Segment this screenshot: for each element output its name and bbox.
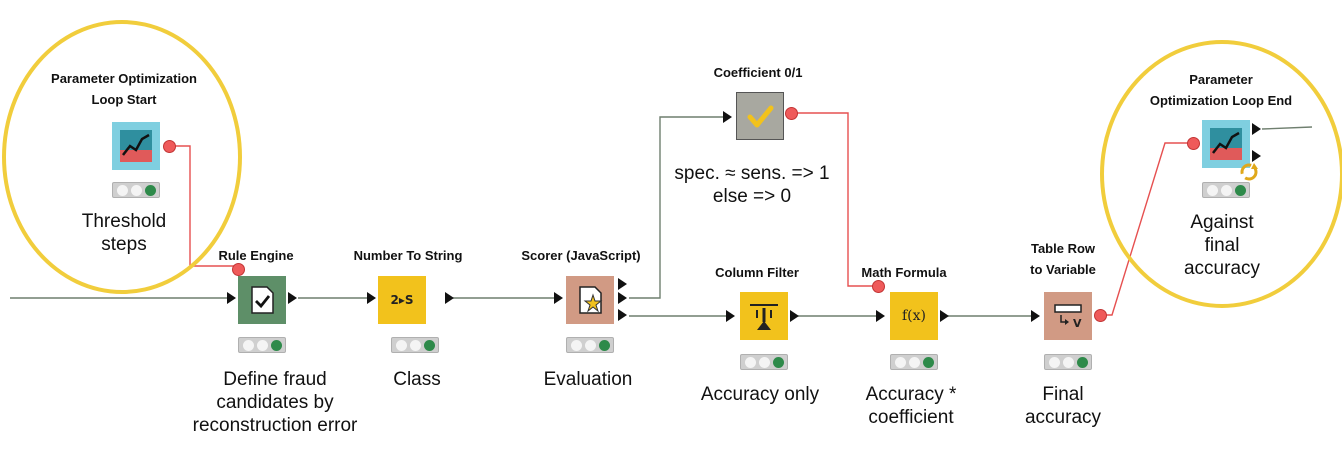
filter-columns-icon [740, 292, 788, 340]
data-output-port-2[interactable] [1252, 150, 1261, 162]
node-status-table-row-to-variable [1044, 354, 1092, 370]
node-status-number-to-string [391, 337, 439, 353]
node-label-column-filter: Accuracy only [700, 384, 820, 405]
data-input-port[interactable] [227, 292, 236, 304]
loop-arrows-icon [1240, 163, 1258, 181]
data-connection-scorer-to-coefficient [629, 116, 724, 299]
data-input-port[interactable] [726, 310, 735, 322]
node-status-loop-start [112, 182, 160, 198]
data-input-port[interactable] [876, 310, 885, 322]
node-title-number-to-string: Number To String [353, 248, 463, 263]
node-parameter-optimization-loop-start[interactable] [112, 122, 160, 170]
data-output-port[interactable] [790, 310, 799, 322]
node-status-loop-end [1202, 182, 1250, 198]
data-output-port[interactable] [445, 292, 454, 304]
checkmark-icon [736, 92, 784, 140]
node-status-math-formula [890, 354, 938, 370]
document-star-icon [566, 276, 614, 324]
node-coefficient[interactable] [736, 92, 784, 140]
data-input-port[interactable] [554, 292, 563, 304]
convert-icon: 2▸S [390, 293, 414, 307]
node-title-scorer: Scorer (JavaScript) [521, 248, 641, 263]
document-check-icon [238, 276, 286, 324]
node-number-to-string[interactable]: 2▸S [378, 276, 426, 324]
data-output-port-1[interactable] [618, 278, 627, 290]
node-math-formula[interactable]: f(x) [890, 292, 938, 340]
flow-variable-input-port[interactable] [232, 263, 245, 276]
node-title-rule-engine: Rule Engine [218, 248, 294, 263]
data-output-port-1[interactable] [1252, 123, 1261, 135]
data-output-port[interactable] [288, 292, 297, 304]
node-label-scorer: Evaluation [543, 369, 633, 390]
row-to-variable-icon: V [1044, 292, 1092, 340]
line-chart-loop-icon [1202, 120, 1250, 168]
node-rule-engine[interactable] [238, 276, 286, 324]
line-chart-icon [112, 122, 160, 170]
node-label-number-to-string: Class [393, 369, 441, 390]
data-output-port[interactable] [940, 310, 949, 322]
node-status-scorer [566, 337, 614, 353]
node-parameter-optimization-loop-end[interactable] [1202, 120, 1250, 168]
flow-variable-input-port[interactable] [872, 280, 885, 293]
node-status-column-filter [740, 354, 788, 370]
data-input-port[interactable] [1031, 310, 1040, 322]
highlight-ellipse-loop-start [2, 20, 242, 294]
data-input-port[interactable] [723, 111, 732, 123]
node-scorer-javascript[interactable] [566, 276, 614, 324]
data-input-port[interactable] [367, 292, 376, 304]
node-title-column-filter: Column Filter [715, 265, 799, 280]
flow-variable-output-port[interactable] [163, 140, 176, 153]
flow-variable-input-port[interactable] [1187, 137, 1200, 150]
variable-connection-coefficient-to-math [792, 112, 877, 287]
flow-variable-output-port[interactable] [1094, 309, 1107, 322]
node-column-filter[interactable] [740, 292, 788, 340]
data-output-port-2[interactable] [618, 292, 627, 304]
node-title-coefficient: Coefficient 0/1 [713, 65, 803, 80]
function-icon: f(x) [901, 308, 926, 324]
highlight-ellipse-loop-end [1100, 40, 1342, 308]
svg-text:V: V [1073, 317, 1082, 330]
node-label-math-formula: Accuracy *coefficient [865, 384, 957, 428]
data-output-port-3[interactable] [618, 309, 627, 321]
node-title-math-formula: Math Formula [861, 265, 947, 280]
node-status-rule-engine [238, 337, 286, 353]
flow-variable-output-port[interactable] [785, 107, 798, 120]
node-table-row-to-variable[interactable]: V [1044, 292, 1092, 340]
